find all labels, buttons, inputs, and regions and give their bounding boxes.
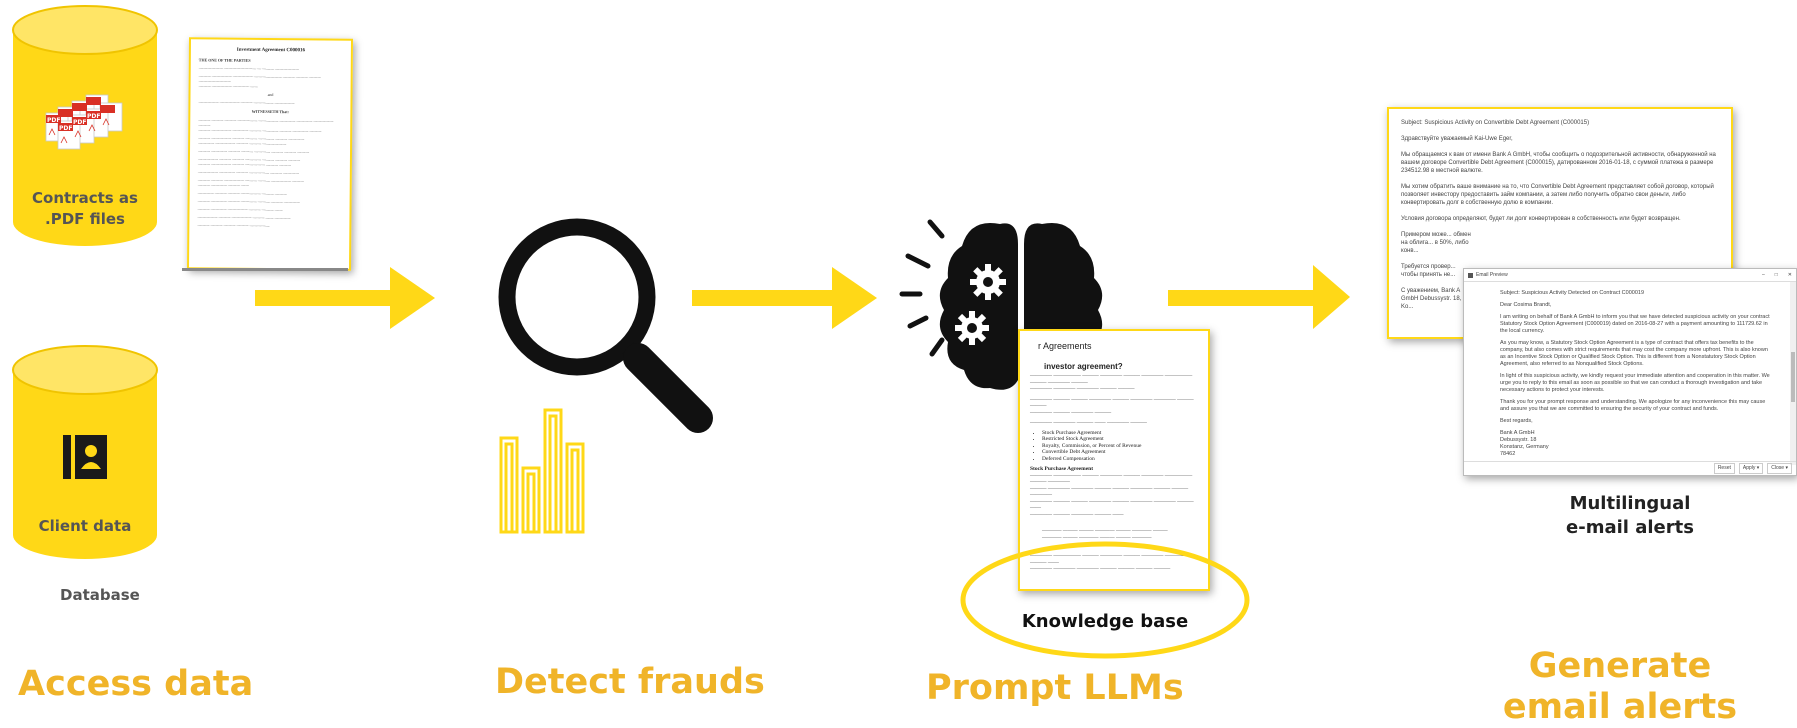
stage-title-generate: Generate email alerts	[1470, 646, 1770, 728]
en-email-signature: Debussystr. 18	[1500, 437, 1537, 443]
client-data-label: Client data	[39, 517, 132, 535]
kb-question: investor agreement?	[1044, 361, 1123, 371]
ru-email-paragraph: Мы хотим обратить ваше внимание на то, ч…	[1401, 184, 1714, 206]
pdf-badge: PDF	[73, 119, 86, 126]
en-email-greeting: Dear Cosima Brandt,	[1500, 302, 1552, 308]
en-email-paragraph: Thank you for your prompt response and u…	[1500, 399, 1766, 412]
ru-email-signature: С уважением, Bank A GmbH Debussystr. 18,…	[1401, 288, 1462, 310]
en-email-signature: Bank A GmbH	[1500, 430, 1535, 436]
ru-email-subject: Subject: Suspicious Activity on Converti…	[1401, 120, 1590, 126]
window-titlebar: Email Preview – □ ✕	[1464, 269, 1796, 282]
en-email-paragraph: I am writing on behalf of Bank A GmbH to…	[1500, 314, 1770, 334]
ru-email-paragraph: Мы обращаемся к вам от имени Bank A GmbH…	[1401, 152, 1716, 174]
app-icon	[1468, 272, 1473, 278]
contract-section: WITNESSETH That:	[251, 108, 289, 115]
kb-list-item: Royalty, Commission, or Percent of Reven…	[1042, 443, 1198, 450]
en-email-signature: Konstanz, Germany	[1500, 444, 1549, 450]
database-caption: Database	[60, 586, 140, 604]
pdf-stack-icon: PDF PDF PDF PDF	[45, 94, 123, 150]
email-body: Subject: Suspicious Activity Detected on…	[1464, 282, 1790, 465]
en-email-paragraph: As you may know, a Statutory Stock Optio…	[1500, 340, 1768, 367]
ru-email-greeting: Здравствуйте уважаемый Kai-Uwe Eger,	[1401, 136, 1513, 142]
contract-document: Investment Agreement C000016 THE ONE OF …	[186, 37, 354, 271]
magnifier-icon	[498, 218, 713, 433]
pdf-badge: PDF	[87, 113, 100, 120]
stage-title-generate-line2: email alerts	[1502, 687, 1738, 727]
apply-label: Apply	[1742, 465, 1756, 471]
knowledge-base-highlight: Knowledge base	[960, 541, 1250, 659]
kb-heading: r Agreements	[1038, 341, 1092, 351]
pdf-badge: PDF	[59, 125, 72, 132]
stage-title-access: Access data	[18, 664, 254, 704]
en-email-regards: Best regards,	[1500, 418, 1533, 424]
scrollbar-thumb[interactable]	[1791, 352, 1795, 402]
close-icon[interactable]: ✕	[1787, 271, 1792, 278]
email-preview-window: Email Preview – □ ✕ Subject: Suspicious …	[1463, 268, 1797, 476]
knowledge-base-caption: Knowledge base	[1022, 611, 1188, 632]
arrow-right-icon	[692, 267, 877, 329]
kb-list-item: Convertible Debt Agreement	[1042, 449, 1198, 456]
pdf-badge: PDF	[47, 117, 60, 124]
kb-list-item: Deferred Compensation	[1042, 456, 1198, 463]
close-label: Close	[1771, 465, 1785, 471]
apply-button[interactable]: Apply ▾	[1738, 463, 1764, 474]
en-email-paragraph: In light of this suspicious activity, we…	[1500, 373, 1770, 393]
contact-card-icon	[63, 435, 107, 479]
window-title: Email Preview	[1476, 271, 1508, 278]
kb-list-item: Restricted Stock Agreement	[1042, 436, 1198, 443]
ru-email-paragraph: Условия договора определяют, будет ли до…	[1401, 216, 1681, 222]
en-email-signature: 78462	[1500, 451, 1516, 457]
maximize-icon[interactable]: □	[1774, 271, 1778, 278]
bar-chart-icon	[499, 408, 585, 534]
contract-page-behind	[182, 268, 348, 271]
alerts-caption: Multilingual e-mail alerts	[1530, 492, 1730, 540]
kb-list-item: Stock Purchase Agreement	[1042, 430, 1198, 437]
contract-title: Investment Agreement C000016	[236, 47, 306, 54]
ru-email-paragraph: Примером може... обмен на облига... в 50…	[1401, 232, 1471, 254]
reset-button[interactable]: Reset	[1713, 463, 1735, 474]
window-footer: Reset Apply ▾ Close ▾	[1464, 461, 1796, 475]
contracts-database: PDF PDF PDF PDF Contracts as .PDF files	[12, 5, 158, 246]
contracts-label-line1: Contracts as	[32, 189, 138, 207]
client-database: Client data	[12, 345, 158, 559]
ru-email-paragraph: Требуется провер... чтобы принять не...	[1401, 264, 1456, 278]
contracts-label-line2: .PDF files	[45, 210, 125, 228]
en-email-subject: Subject: Suspicious Activity Detected on…	[1500, 290, 1644, 296]
minimize-icon[interactable]: –	[1761, 271, 1765, 278]
stage-title-prompt: Prompt LLMs	[926, 668, 1184, 708]
close-button[interactable]: Close ▾	[1767, 463, 1792, 474]
arrow-right-icon	[1168, 265, 1350, 329]
kb-subheading: Stock Purchase Agreement	[1030, 466, 1094, 472]
scrollbar[interactable]	[1790, 282, 1796, 465]
arrow-right-icon	[255, 267, 435, 329]
stage-title-generate-line1: Generate	[1528, 646, 1712, 686]
alerts-caption-line2: e-mail alerts	[1566, 517, 1694, 538]
alerts-caption-line1: Multilingual	[1569, 493, 1691, 514]
stage-title-detect: Detect frauds	[495, 662, 765, 702]
